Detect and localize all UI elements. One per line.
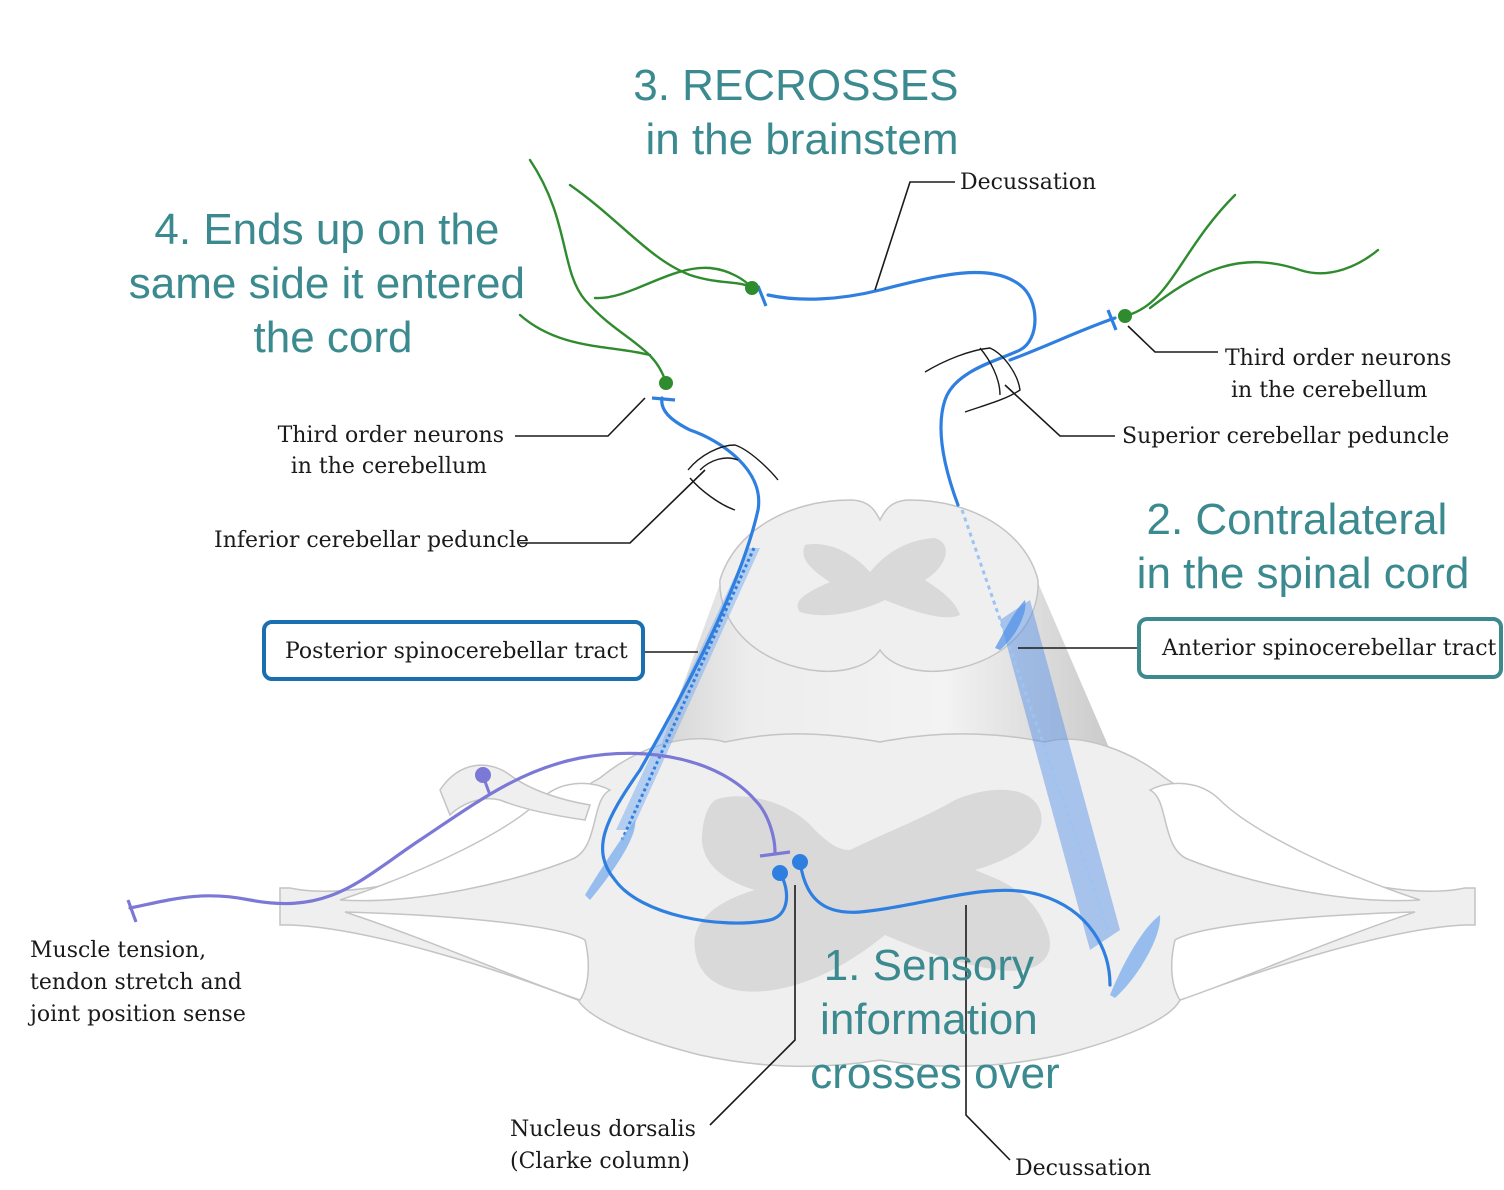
anterior-terminal-right [1106,309,1118,331]
muscle-sense-line-1: Muscle tension, [30,938,206,963]
third-order-neuron-left-branch-3 [593,266,754,300]
heading-recrosses: 3. RECROSSES in the brainstem [633,61,970,164]
third-order-right-label: Third order neurons in the cerebellum [1225,346,1458,403]
third-order-neuron-left-branch-2 [568,183,754,290]
nucleus-dorsalis-line-1: Nucleus dorsalis [510,1117,696,1142]
anterior-tract-lower-mark [1110,915,1161,998]
leader-third-order-left [515,397,646,437]
anterior-terminal-top [756,285,768,307]
peduncle-sketches [687,347,1021,511]
nucleus-dorsalis-label: Nucleus dorsalis (Clarke column) [510,1117,703,1174]
right-root-ring [1148,782,1421,902]
tract-shading [585,509,1161,998]
left-root-ring-2 [344,911,590,1001]
nucleus-dorsalis-line-2: (Clarke column) [510,1149,690,1174]
muscle-sense-label: Muscle tension, tendon stretch and joint… [27,938,249,1027]
posterior-tract-column [616,548,760,830]
first-order-neuron [128,751,777,910]
third-order-neuron-top-cell [745,281,759,295]
spinal-cord-illustration [279,499,1476,1068]
third-order-right-line-1: Third order neurons [1225,346,1451,371]
heading-sensory-line-2: information [820,995,1038,1044]
leader-decussation-top [874,181,955,291]
third-order-right-line-2: in the cerebellum [1231,378,1427,403]
anterior-tract-box [1137,617,1503,679]
heading-same-side-line-2: same side it entered [129,259,525,308]
inferior-peduncle-label: Inferior cerebellar peduncle [214,528,529,553]
anterior-ascending-axon [766,270,1037,507]
heading-recrosses-line-1: 3. RECROSSES [633,61,958,110]
first-order-neuron-terminal-right [759,850,791,858]
lower-gray-matter [694,789,1050,992]
leader-third-order-right [1127,325,1218,353]
anterior-tract-dots [960,509,1110,931]
leader-nucleus-dorsalis [709,885,796,1126]
third-order-neuron-right-branch [1148,248,1380,310]
anterior-tract-label: Anterior spinocerebellar tract [1161,636,1497,661]
leader-inferior-peduncle [520,469,706,544]
heading-same-side-line-3: the cord [254,313,413,362]
leader-superior-peduncle [1004,384,1115,437]
neuron-paths [126,158,1380,987]
anterior-tract-upper-mark [995,600,1026,650]
third-order-neuron-left-branch-1 [518,313,652,357]
third-order-neuron-left [528,158,668,385]
leader-lines [515,181,1218,1161]
anterior-tract-column [1000,600,1120,950]
heading-contralateral-line-2: in the spinal cord [1137,549,1470,598]
third-order-neuron-right-cell [1118,309,1132,323]
heading-same-side-line-1: 4. Ends up on the [154,205,499,254]
third-order-neuron-left-cell [659,376,673,390]
heading-sensory-line-3: crosses over [810,1049,1059,1098]
posterior-tract-lower-mark [585,820,636,900]
muscle-sense-line-2: tendon stretch and [30,970,242,995]
superior-peduncle-sketch [924,347,1021,413]
heading-sensory-line-1: 1. Sensory [824,941,1034,990]
spinal-border-cell [792,854,808,870]
leader-decussation-bottom [965,905,1011,1161]
posterior-tract-label: Posterior spinocerebellar tract [285,639,628,664]
heading-sensory: 1. Sensory information crosses over [810,941,1059,1098]
upper-gray-matter [797,538,960,618]
anterior-branch-right [1008,316,1117,362]
posterior-second-order-terminal [651,396,676,402]
superior-peduncle-label: Superior cerebellar peduncle [1122,424,1449,449]
muscle-sense-line-3: joint position sense [27,1002,246,1027]
posterior-second-order-neuron [600,396,789,925]
dorsal-root-ganglion-cell [475,767,491,783]
posterior-tract-box [262,620,645,681]
third-order-left-line-1: Third order neurons [278,423,504,448]
heading-contralateral: 2. Contralateral in the spinal cord [1137,495,1470,598]
anterior-second-order-neuron [798,860,1112,987]
decussation-bottom-label: Decussation [1015,1156,1151,1181]
heading-contralateral-line-1: 2. Contralateral [1146,495,1447,544]
heading-same-side: 4. Ends up on the same side it entered t… [129,205,537,362]
first-order-neuron-terminal-left [126,899,138,923]
third-order-left-label: Third order neurons in the cerebellum [278,423,511,479]
right-root-ring-2 [1170,911,1416,1001]
third-order-neuron-right [1123,193,1237,318]
heading-recrosses-line-2: in the brainstem [645,115,958,164]
third-order-left-line-2: in the cerebellum [291,454,487,479]
decussation-top-label: Decussation [960,170,1096,195]
nucleus-dorsalis-cell-left [772,865,788,881]
